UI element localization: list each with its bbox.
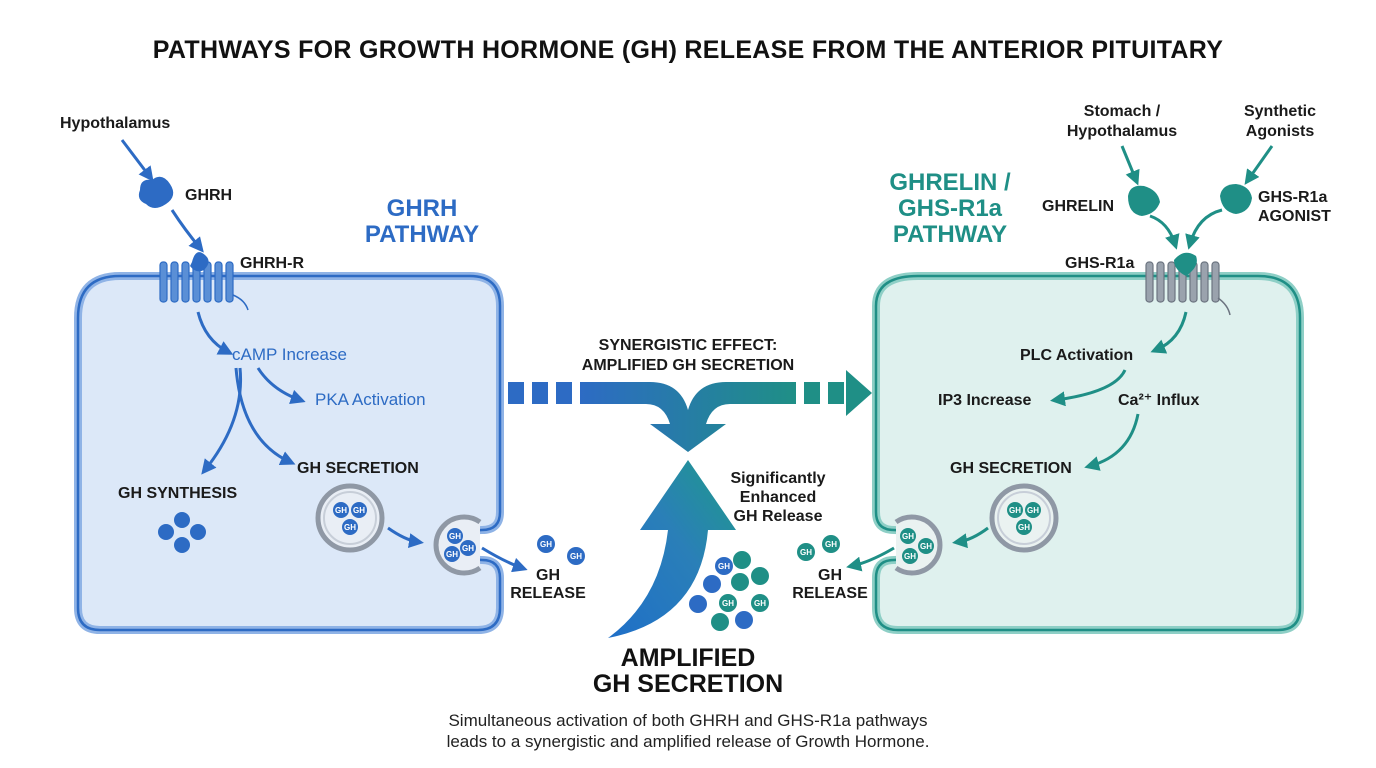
stomach-label-2: Hypothalamus — [1067, 123, 1177, 140]
synergy-label-2: AMPLIFIED GH SECRETION — [582, 357, 794, 374]
svg-text:GH: GH — [344, 523, 356, 532]
svg-text:GH: GH — [825, 540, 837, 549]
synergy-label-1: SYNERGISTIC EFFECT: — [599, 337, 778, 354]
enhanced-label-3: GH Release — [734, 508, 823, 525]
ca-influx-label: Ca²⁺ Influx — [1118, 392, 1199, 409]
camp-increase-label: cAMP Increase — [232, 345, 347, 364]
svg-text:GH: GH — [754, 599, 766, 608]
gh-exocytosis-right: GH GH GH — [894, 514, 943, 576]
ghrelin-pathway-heading-1: GHRELIN / — [889, 169, 1011, 196]
svg-text:GH: GH — [718, 562, 730, 571]
ghrelin-label: GHRELIN — [1042, 198, 1114, 215]
ghs-agonist-ligand — [1220, 184, 1252, 214]
svg-text:GH: GH — [722, 599, 734, 608]
ghs-r1a-receptor — [1145, 252, 1231, 316]
ghrh-ligand — [138, 176, 174, 208]
stomach-label-1: Stomach / — [1084, 103, 1161, 120]
ghrelin-cell — [872, 272, 1304, 634]
footer-line-2: leads to a synergistic and amplified rel… — [447, 732, 930, 751]
enhanced-label-2: Enhanced — [740, 489, 816, 506]
amplified-gh-cluster: GH GH GH — [689, 551, 769, 631]
plc-activation-label: PLC Activation — [1020, 347, 1133, 364]
footer-line-1: Simultaneous activation of both GHRH and… — [448, 711, 927, 730]
ghrh-pathway-heading-1: GHRH — [387, 195, 458, 222]
gh-synthesis-label: GH SYNTHESIS — [118, 485, 237, 502]
amplified-label-2: GH SECRETION — [593, 670, 783, 698]
convergence-arrow — [580, 382, 796, 452]
gh-secretion-left-label: GH SECRETION — [297, 460, 419, 477]
ghrelin-ligand — [1128, 185, 1160, 216]
ghrh-receptor-label: GHRH-R — [240, 255, 304, 272]
svg-text:GH: GH — [462, 544, 474, 553]
released-gh-right: GH GH — [797, 535, 840, 561]
svg-text:GH: GH — [1009, 506, 1021, 515]
pka-activation-label: PKA Activation — [315, 390, 426, 409]
ghs-agonist-label-1: GHS-R1a — [1258, 189, 1327, 206]
svg-text:GH: GH — [1027, 506, 1039, 515]
ghs-agonist-label-2: AGONIST — [1258, 208, 1331, 225]
svg-text:GH: GH — [540, 540, 552, 549]
synergy-dashes — [508, 370, 872, 416]
gh-release-left-1: GH — [536, 567, 560, 584]
gh-release-right-2: RELEASE — [792, 585, 868, 602]
ghrh-receptor — [159, 252, 249, 311]
svg-text:GH: GH — [904, 552, 916, 561]
ghrh-pathway-heading-2: PATHWAY — [365, 221, 479, 248]
gh-vesicle-left: GH GH GH — [315, 483, 385, 553]
gh-exocytosis-left: GH GH GH — [433, 514, 482, 576]
ghrh-cell — [74, 272, 504, 634]
released-gh-left: GH GH — [537, 535, 585, 565]
svg-text:GH: GH — [1018, 523, 1030, 532]
amplified-arrow — [608, 460, 736, 638]
svg-text:GH: GH — [335, 506, 347, 515]
gh-release-left-2: RELEASE — [510, 585, 586, 602]
gh-release-right-1: GH — [818, 567, 842, 584]
svg-text:GH: GH — [353, 506, 365, 515]
svg-text:GH: GH — [800, 548, 812, 557]
ip3-increase-label: IP3 Increase — [938, 392, 1032, 409]
ghrh-label: GHRH — [185, 187, 232, 204]
svg-text:GH: GH — [902, 532, 914, 541]
synthetic-label-1: Synthetic — [1244, 103, 1316, 120]
svg-text:GH: GH — [570, 552, 582, 561]
svg-text:GH: GH — [446, 550, 458, 559]
synthetic-label-2: Agonists — [1246, 123, 1315, 140]
gh-synthesis-dots — [158, 512, 206, 553]
ghs-r1a-receptor-label: GHS-R1a — [1065, 255, 1134, 272]
svg-text:GH: GH — [920, 542, 932, 551]
gh-secretion-right-label: GH SECRETION — [950, 460, 1072, 477]
page-title: PATHWAYS FOR GROWTH HORMONE (GH) RELEASE… — [153, 36, 1223, 64]
svg-text:GH: GH — [449, 532, 461, 541]
ghrelin-pathway-heading-3: PATHWAY — [893, 221, 1007, 248]
ghrelin-pathway-heading-2: GHS-R1a — [898, 195, 1003, 222]
amplified-label-1: AMPLIFIED — [621, 644, 756, 672]
gh-vesicle-right: GH GH GH — [989, 483, 1059, 553]
enhanced-label-1: Significantly — [730, 470, 825, 487]
hypothalamus-label: Hypothalamus — [60, 115, 170, 132]
